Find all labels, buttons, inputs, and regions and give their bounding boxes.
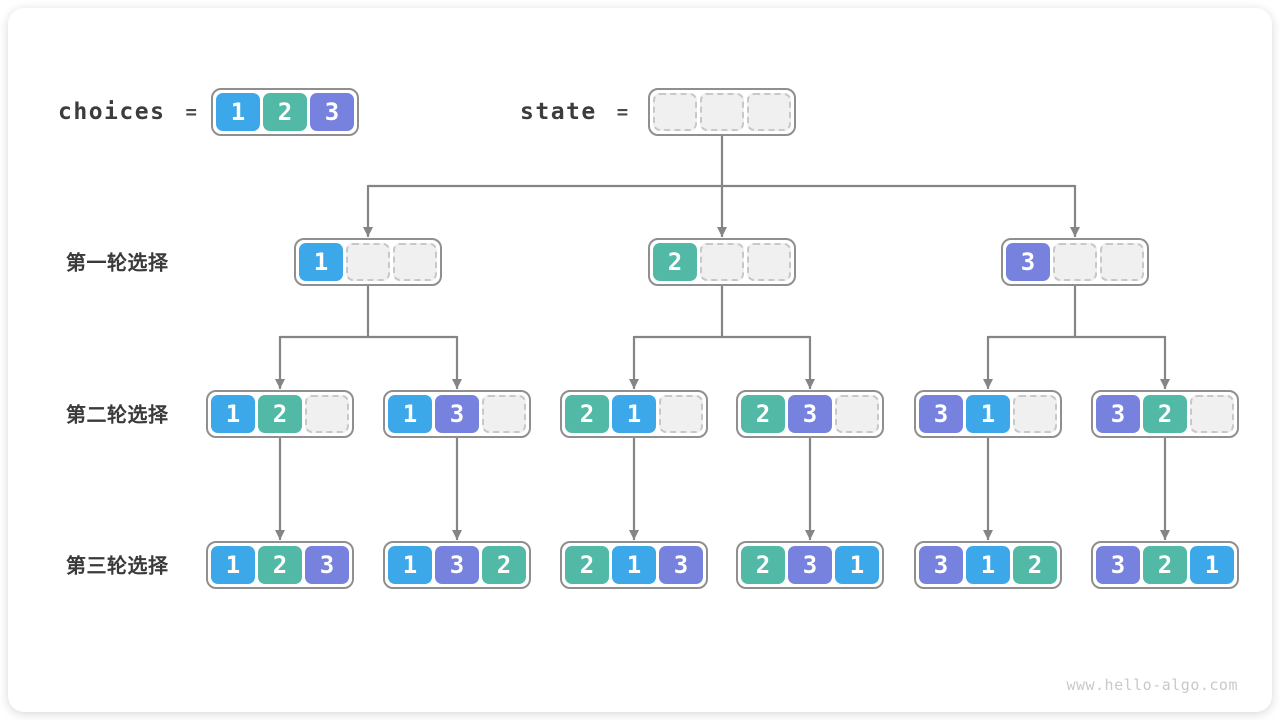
empty-cell — [747, 243, 791, 281]
cell-3: 3 — [305, 546, 349, 584]
cell-2: 2 — [565, 546, 609, 584]
empty-cell — [393, 243, 437, 281]
empty-cell — [1013, 395, 1057, 433]
cell-1: 1 — [211, 546, 255, 584]
choices-header: choices = — [58, 88, 197, 136]
empty-cell — [659, 395, 703, 433]
cell-2: 2 — [1143, 395, 1187, 433]
row-label-round-2: 第二轮选择 — [66, 404, 169, 427]
cell-2: 2 — [1013, 546, 1057, 584]
empty-cell — [747, 93, 791, 131]
cell-1: 1 — [966, 546, 1010, 584]
cell-1: 1 — [1190, 546, 1234, 584]
empty-cell — [700, 93, 744, 131]
cell-2: 2 — [258, 546, 302, 584]
cell-1: 1 — [835, 546, 879, 584]
empty-cell — [835, 395, 879, 433]
row-label-round-1: 第一轮选择 — [66, 252, 169, 275]
cell-3: 3 — [310, 93, 354, 131]
choices-equals-sign: = — [185, 101, 197, 123]
cell-3: 3 — [919, 546, 963, 584]
cell-1: 1 — [966, 395, 1010, 433]
cell-2: 2 — [1143, 546, 1187, 584]
cell-1: 1 — [612, 546, 656, 584]
state-node-r1-3: 3 — [1001, 238, 1149, 286]
cell-2: 2 — [741, 395, 785, 433]
cell-3: 3 — [435, 546, 479, 584]
empty-cell — [1053, 243, 1097, 281]
state-node-r1-2: 2 — [648, 238, 796, 286]
empty-cell — [1100, 243, 1144, 281]
cell-1: 1 — [388, 395, 432, 433]
state-label: state — [520, 99, 597, 125]
cell-2: 2 — [258, 395, 302, 433]
cell-3: 3 — [435, 395, 479, 433]
empty-cell — [700, 243, 744, 281]
empty-cell — [653, 93, 697, 131]
cell-1: 1 — [216, 93, 260, 131]
cell-3: 3 — [788, 546, 832, 584]
cell-3: 3 — [788, 395, 832, 433]
state-equals-sign: = — [616, 101, 629, 123]
cell-2: 2 — [482, 546, 526, 584]
tree-connectors — [275, 133, 1170, 540]
cell-1: 1 — [299, 243, 343, 281]
row-label-round-3: 第三轮选择 — [66, 555, 169, 578]
cell-3: 3 — [919, 395, 963, 433]
cell-2: 2 — [653, 243, 697, 281]
cell-3: 3 — [659, 546, 703, 584]
state-node-r1-1: 1 — [294, 238, 442, 286]
cell-2: 2 — [263, 93, 307, 131]
cell-1: 1 — [211, 395, 255, 433]
empty-cell — [482, 395, 526, 433]
state-array — [648, 88, 796, 136]
empty-cell — [305, 395, 349, 433]
diagram-card: choices = state = 第一轮选择 第二轮选择 第三轮选择 www.… — [8, 8, 1272, 712]
cell-3: 3 — [1006, 243, 1050, 281]
cell-2: 2 — [565, 395, 609, 433]
choices-label: choices — [58, 99, 166, 125]
state-header: state = — [520, 88, 628, 136]
cell-1: 1 — [388, 546, 432, 584]
empty-cell — [346, 243, 390, 281]
cell-3: 3 — [1096, 395, 1140, 433]
cell-1: 1 — [612, 395, 656, 433]
cell-3: 3 — [1096, 546, 1140, 584]
cell-2: 2 — [741, 546, 785, 584]
watermark: www.hello-algo.com — [1066, 676, 1238, 694]
empty-cell — [1190, 395, 1234, 433]
